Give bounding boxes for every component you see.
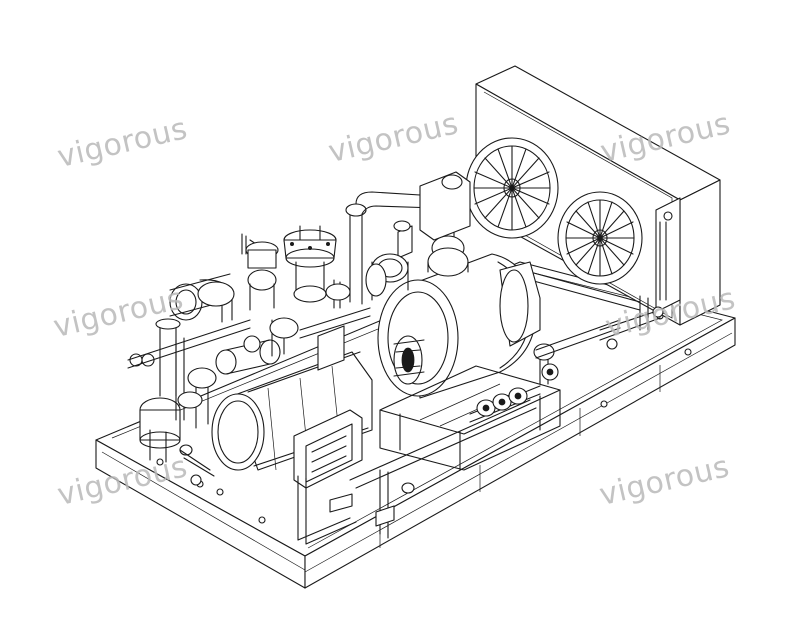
control-valve-assembly (241, 225, 337, 303)
cooling-fan-1-icon (465, 137, 559, 239)
strainer-left (169, 273, 235, 323)
regulating-valve-left (245, 241, 279, 311)
valve-cluster-right (469, 319, 621, 423)
suction-valve (365, 220, 413, 301)
radiator-piping (529, 221, 667, 350)
front-fittings (149, 429, 415, 494)
cooling-fan-2-icon (557, 191, 643, 285)
flange-valve-row (243, 279, 371, 371)
shaft-coupling (393, 335, 425, 385)
oil-filter-vertical (129, 318, 181, 449)
motor-terminal-box (293, 409, 363, 489)
oil-separator (419, 171, 471, 241)
motor-support-stand (297, 399, 537, 545)
pipe-manifold-left (127, 317, 299, 429)
